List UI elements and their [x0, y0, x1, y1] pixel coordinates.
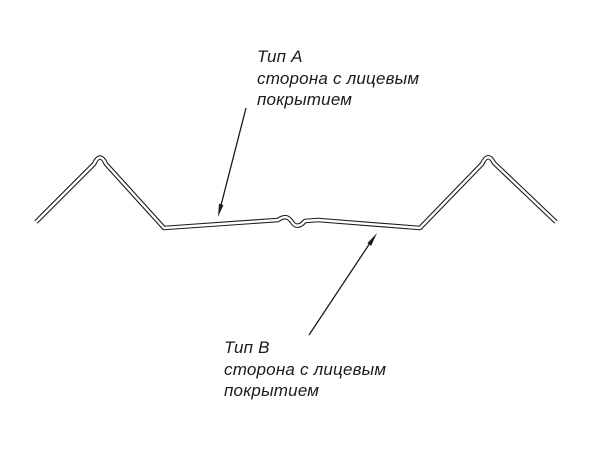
arrowhead-type-b	[367, 233, 377, 246]
label-type-a-line2: покрытием	[257, 90, 353, 109]
arrowhead-type-a	[218, 203, 224, 217]
label-type-a: Тип А сторона с лицевым покрытием	[257, 46, 419, 110]
label-type-a-title: Тип А	[257, 47, 303, 66]
label-type-b-line1: сторона с лицевым	[224, 360, 387, 379]
label-type-b-line2: покрытием	[224, 381, 320, 400]
profile-outline-inner	[35, 156, 557, 230]
label-type-b: Тип В сторона с лицевым покрытием	[224, 337, 386, 401]
leader-line-type-b	[308, 236, 375, 336]
label-type-a-line1: сторона с лицевым	[257, 69, 420, 88]
label-type-b-title: Тип В	[224, 338, 270, 357]
leader-line-type-a	[218, 107, 247, 214]
